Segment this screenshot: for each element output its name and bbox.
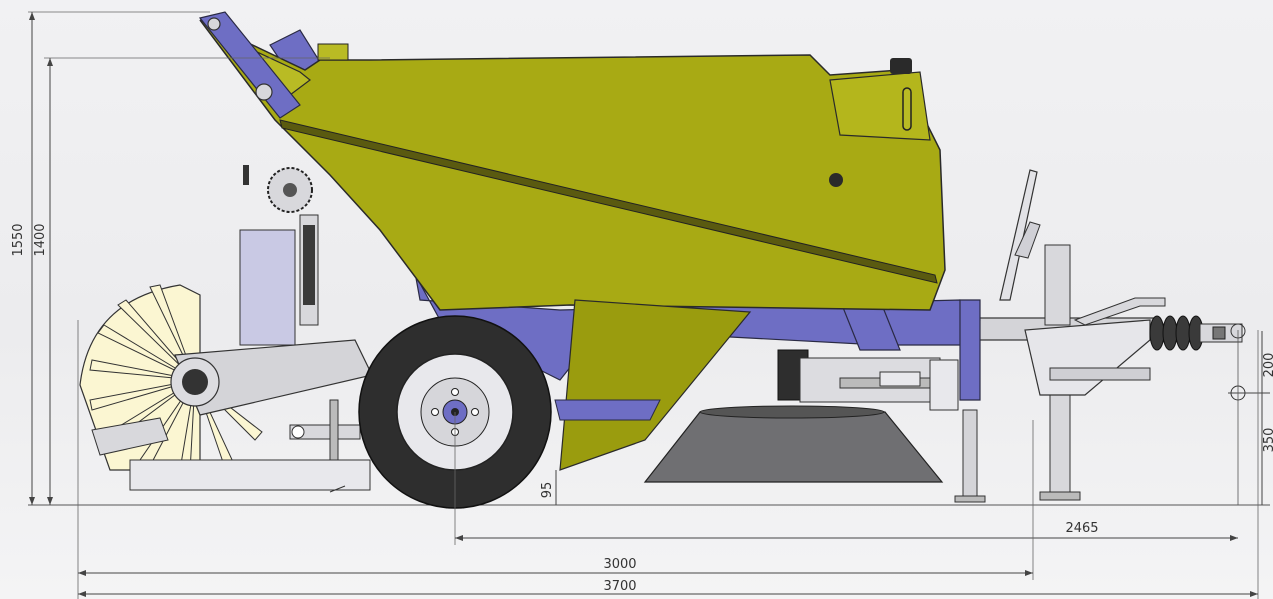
support-leg <box>962 409 978 501</box>
lower-carriage <box>91 399 371 493</box>
dim-3000-label: 3000 <box>603 557 636 572</box>
dim-2465-label: 2465 <box>1065 521 1098 536</box>
dim-200-label: 200 <box>1262 353 1273 378</box>
hopper-body <box>199 19 946 471</box>
lift-arm <box>198 11 301 119</box>
side-brush <box>643 349 959 483</box>
dim-3700-label: 3700 <box>603 579 636 594</box>
dim-1400-label: 1400 <box>33 223 48 256</box>
sprocket <box>243 165 313 213</box>
dimension-lines <box>28 11 1263 599</box>
dim-350-label: 350 <box>1262 428 1273 453</box>
drawbar-assembly <box>949 169 1270 505</box>
brush-arm <box>170 214 373 416</box>
dim-1550-label: 1550 <box>11 223 26 256</box>
hitch-bellows <box>1149 315 1204 351</box>
dim-95-label: 95 <box>540 482 555 499</box>
